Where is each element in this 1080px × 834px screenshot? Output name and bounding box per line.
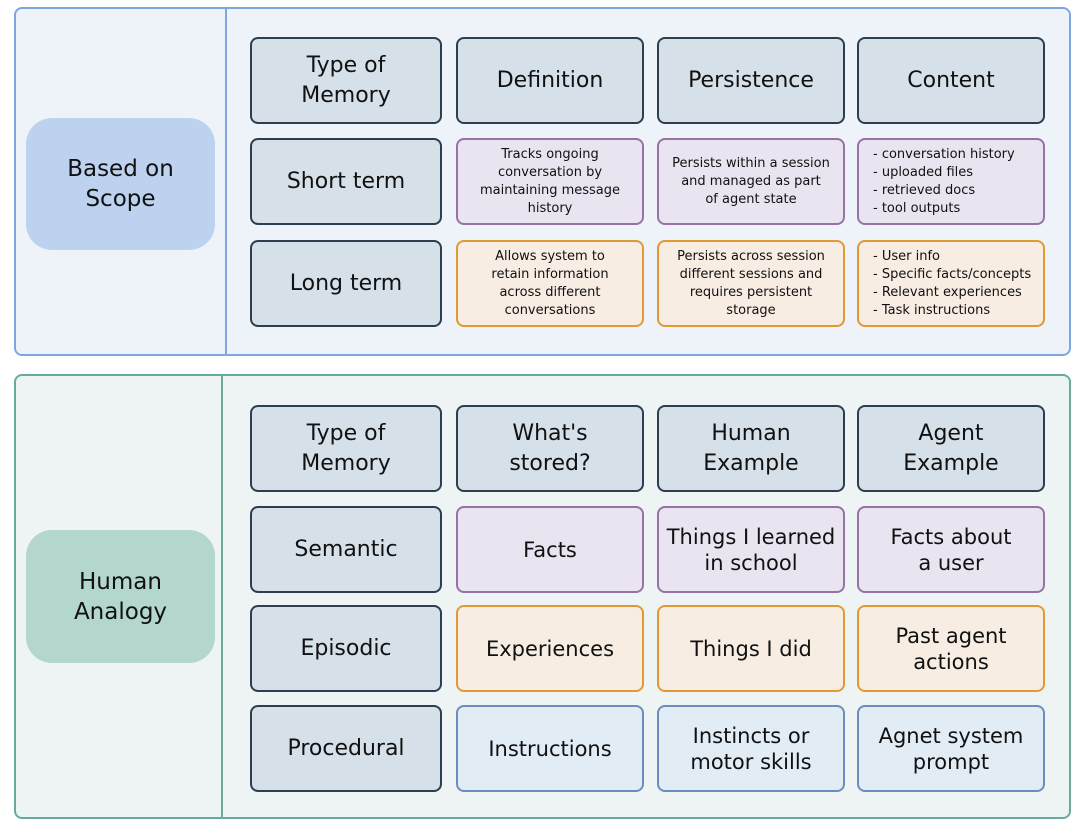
header-cell: Type of Memory: [250, 405, 442, 492]
header-cell: Content: [857, 37, 1045, 124]
table-cell: Facts: [456, 506, 644, 593]
table-cell: Instructions: [456, 705, 644, 792]
header-cell: Persistence: [657, 37, 845, 124]
row-label: Episodic: [250, 605, 442, 692]
table-cell: - User info - Specific facts/concepts - …: [857, 240, 1045, 327]
analogy-divider: [221, 375, 223, 818]
header-cell: Agent Example: [857, 405, 1045, 492]
table-cell: Past agent actions: [857, 605, 1045, 692]
table-cell: Persists across session different sessio…: [657, 240, 845, 327]
table-cell: Agnet system prompt: [857, 705, 1045, 792]
header-cell: Human Example: [657, 405, 845, 492]
table-cell: Instincts or motor skills: [657, 705, 845, 792]
table-cell: Things I learned in school: [657, 506, 845, 593]
scope-label: Based on Scope: [26, 118, 215, 250]
table-cell: Persists within a session and managed as…: [657, 138, 845, 225]
table-cell: Facts about a user: [857, 506, 1045, 593]
table-cell: Tracks ongoing conversation by maintaini…: [456, 138, 644, 225]
scope-divider: [225, 8, 227, 355]
row-label: Long term: [250, 240, 442, 327]
row-label: Short term: [250, 138, 442, 225]
header-cell: Type of Memory: [250, 37, 442, 124]
table-cell: Things I did: [657, 605, 845, 692]
row-label: Procedural: [250, 705, 442, 792]
header-cell: Definition: [456, 37, 644, 124]
table-cell: Experiences: [456, 605, 644, 692]
row-label: Semantic: [250, 506, 442, 593]
table-cell: Allows system to retain information acro…: [456, 240, 644, 327]
table-cell: - conversation history - uploaded files …: [857, 138, 1045, 225]
header-cell: What's stored?: [456, 405, 644, 492]
analogy-label: Human Analogy: [26, 530, 215, 663]
